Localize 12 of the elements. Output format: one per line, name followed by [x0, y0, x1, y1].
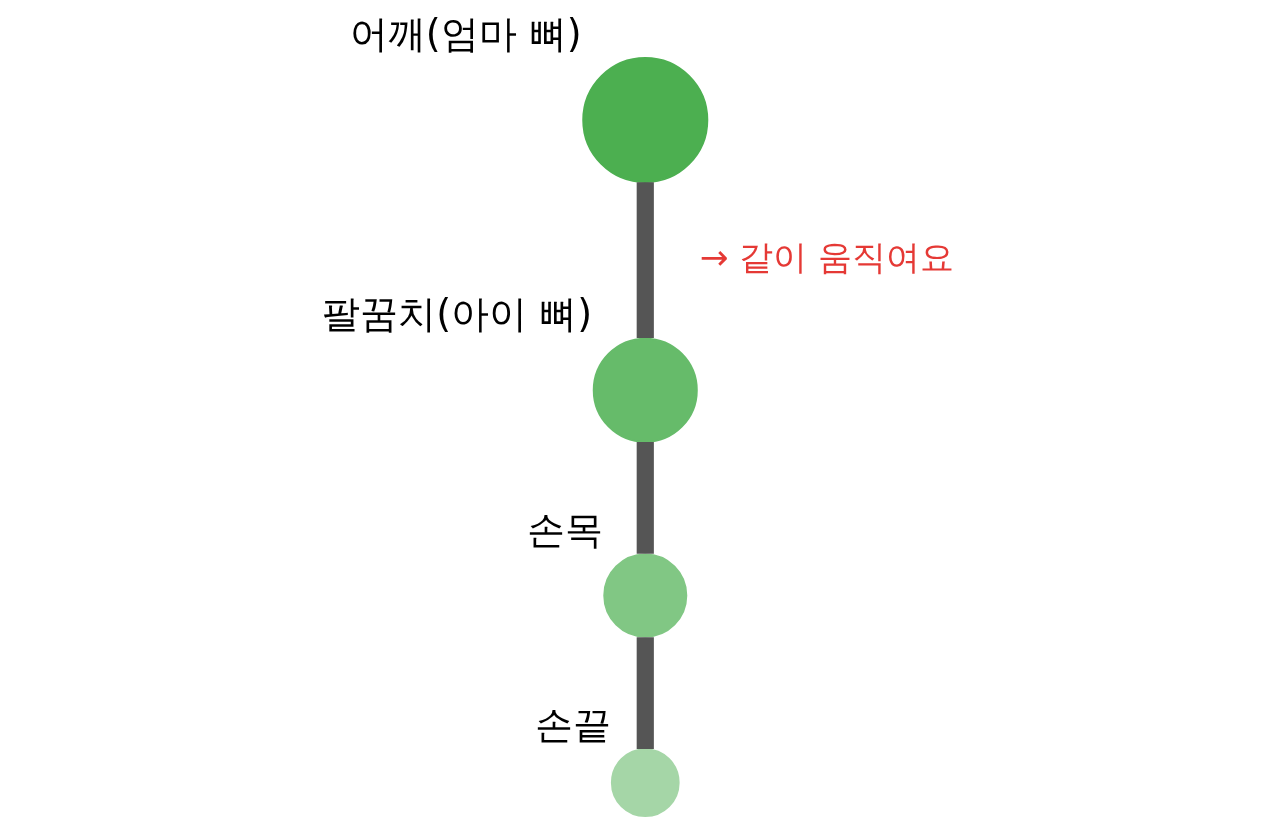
- connector: [636, 441, 654, 554]
- node-label: 손목: [526, 507, 603, 552]
- node-circle: [610, 748, 680, 818]
- node-circle: [602, 553, 687, 638]
- node-circle: [592, 337, 698, 443]
- node-circle: [581, 57, 708, 184]
- node-label: 손끝: [534, 702, 611, 747]
- edge-label: → 같이 움직여요: [699, 236, 954, 277]
- node-label: 어깨(엄마 뼈): [349, 11, 582, 56]
- connector: [636, 182, 654, 338]
- node-label: 팔꿈치(아이 뼈): [321, 292, 592, 337]
- connector: [636, 637, 654, 749]
